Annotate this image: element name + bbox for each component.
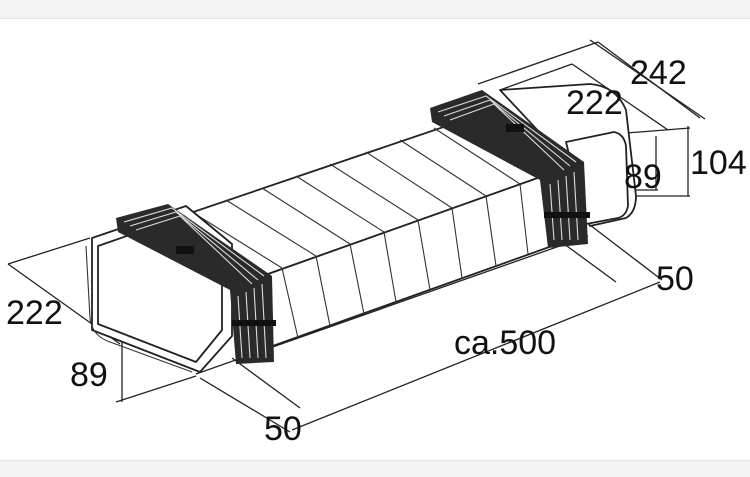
left-clamp-latch bbox=[232, 320, 276, 326]
right-clamp-buckle bbox=[506, 124, 524, 132]
dimension-labels: 242 222 104 89 50 ca.500 222 89 50 bbox=[6, 54, 747, 448]
left-clamp-band bbox=[116, 204, 276, 364]
dim-right-outer-height: 104 bbox=[690, 144, 747, 182]
right-clamp-latch bbox=[544, 212, 590, 218]
dim-left-height: 89 bbox=[70, 356, 108, 394]
dim-left-collar: 50 bbox=[264, 410, 302, 448]
top-toolbar-strip bbox=[0, 0, 750, 19]
left-clamp-buckle bbox=[176, 246, 194, 254]
right-clamp-band bbox=[430, 90, 590, 248]
bottom-strip bbox=[0, 460, 750, 477]
dim-length: ca.500 bbox=[454, 324, 556, 362]
dim-right-inner-height: 89 bbox=[624, 158, 662, 196]
dim-top-inner-width: 222 bbox=[566, 84, 623, 122]
dim-top-outer-width: 242 bbox=[630, 54, 687, 92]
dim-right-collar: 50 bbox=[656, 260, 694, 298]
dim-left-width: 222 bbox=[6, 294, 63, 332]
